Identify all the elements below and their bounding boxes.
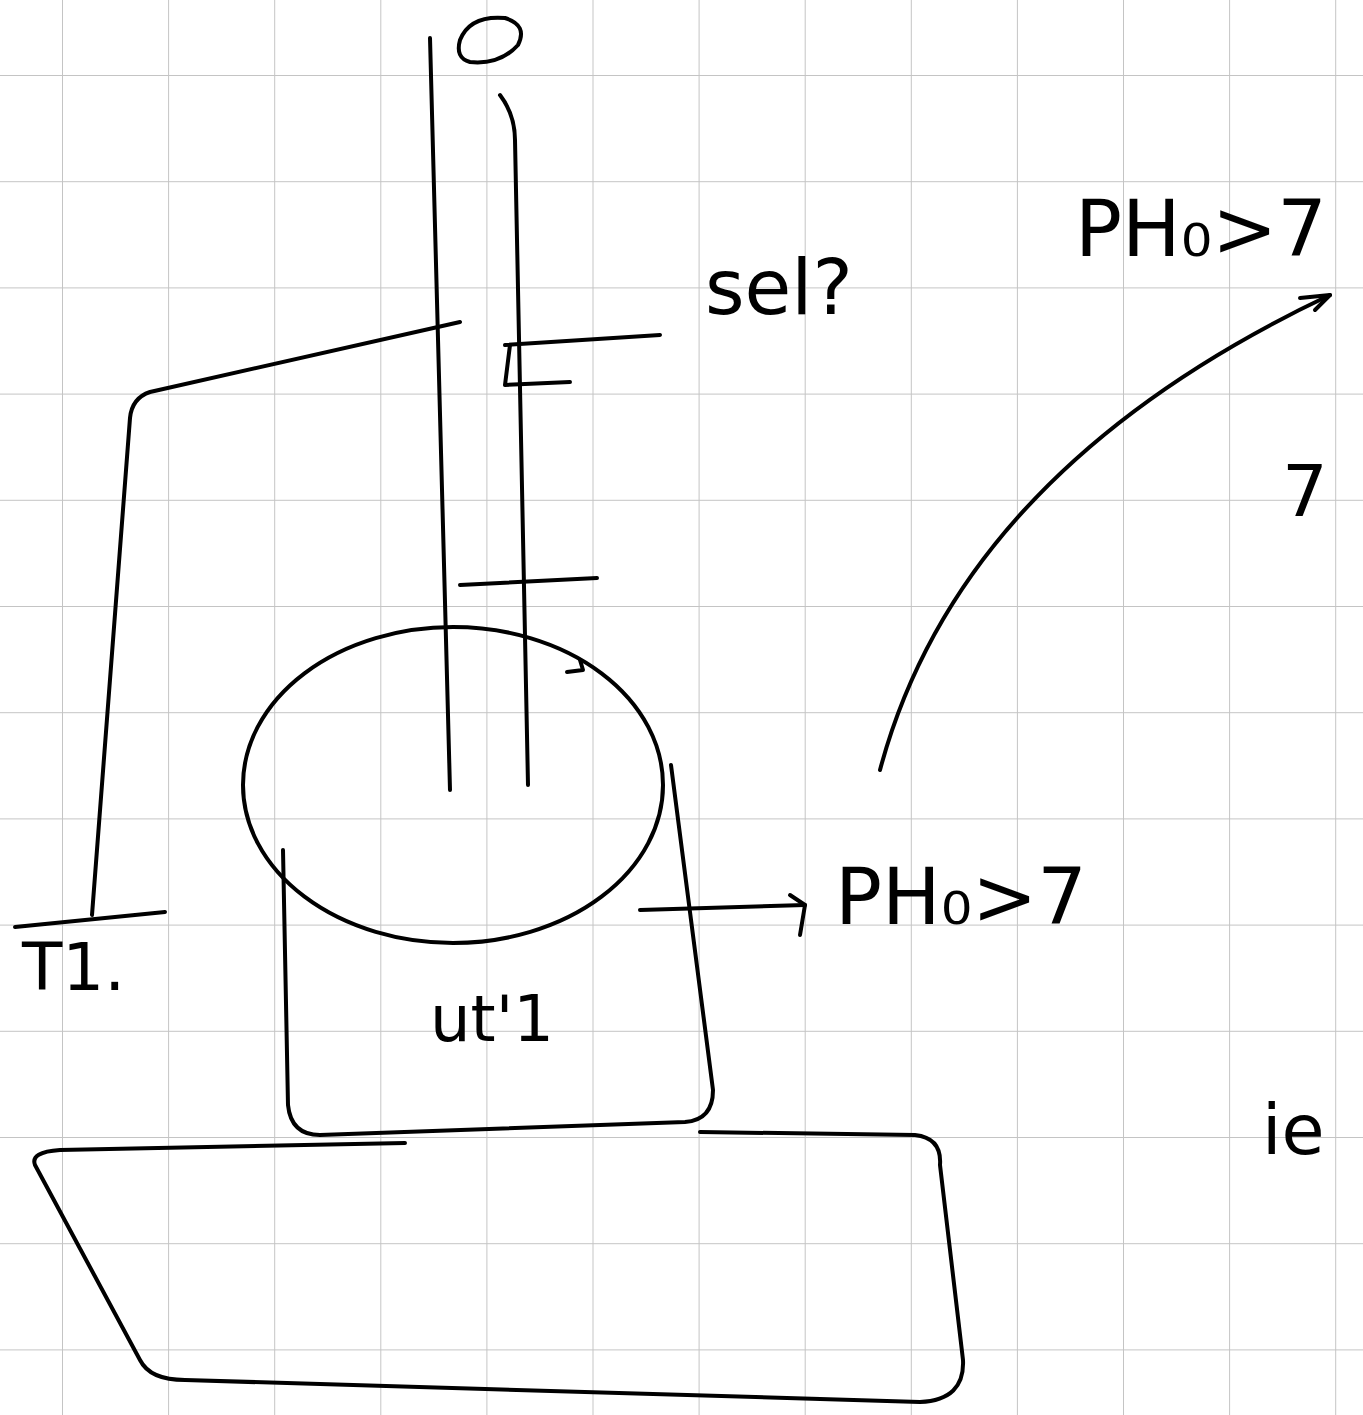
flask-mark <box>567 660 583 672</box>
ph-note: PH₀>7 <box>835 858 1087 936</box>
tube-top <box>459 18 521 63</box>
clamp <box>505 335 660 345</box>
base-plate <box>34 1132 963 1402</box>
tube-wall <box>500 95 528 785</box>
level-mark <box>460 578 597 585</box>
stand-rod <box>92 322 460 915</box>
ph-note: PH₀>7 <box>1075 190 1327 268</box>
beaker-label: ut'1 <box>430 987 554 1051</box>
margin-note: ie <box>1262 1095 1325 1165</box>
beaker-box: ut'1 <box>275 755 725 1145</box>
arrow-curve <box>880 295 1330 770</box>
clamp <box>505 345 570 385</box>
question-note: sel? <box>705 250 853 326</box>
arrowhead <box>790 895 805 935</box>
arrow-line <box>640 905 805 910</box>
stand-foot <box>15 912 165 927</box>
arrowhead <box>1300 295 1330 310</box>
beaker-outline <box>275 755 725 1145</box>
stand-label: T1. <box>22 935 125 1001</box>
value-note: 7 <box>1282 455 1328 527</box>
tube-wall <box>430 38 450 790</box>
flask <box>243 627 663 943</box>
